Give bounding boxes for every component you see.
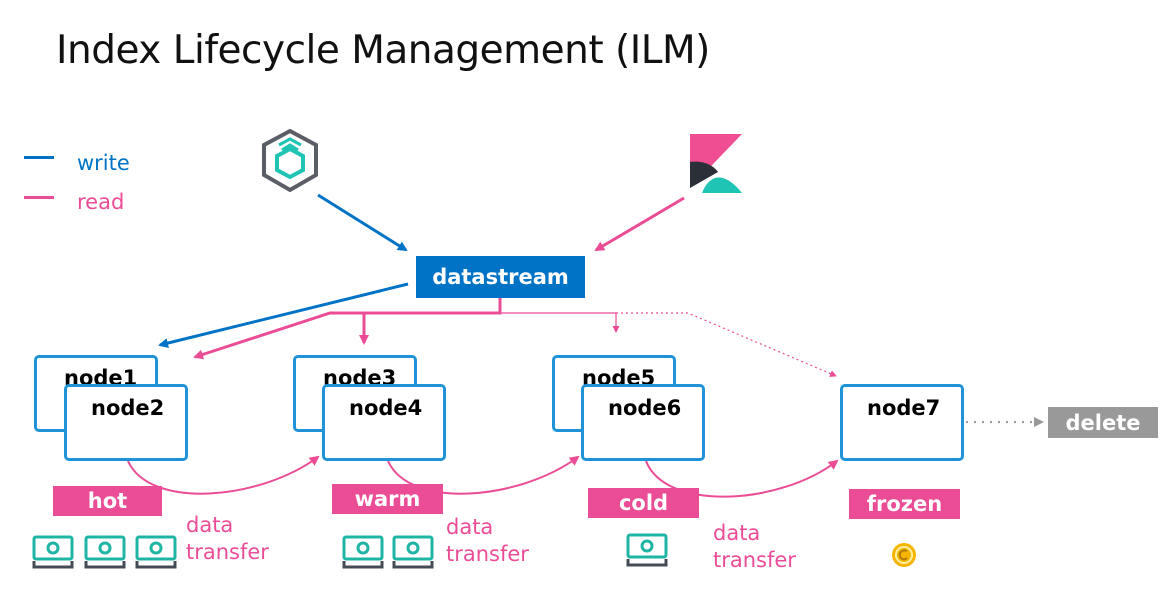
datastream-box: datastream <box>416 256 585 298</box>
transfer-arrow-cold-to-frozen <box>645 459 839 498</box>
node6-box: node6 <box>581 384 705 461</box>
node4-label: node4 <box>349 396 423 420</box>
transfer-text-hot-line1: data <box>186 513 234 537</box>
money-bill-icon <box>342 535 384 569</box>
kibana-icon <box>690 134 742 193</box>
coin-icon <box>892 543 916 567</box>
read-arrow-to-hot <box>193 298 502 360</box>
read-arrow-to-datastream <box>594 196 685 252</box>
transfer-text-hot-line2: transfer <box>186 540 269 564</box>
legend-write-swatch <box>24 156 54 159</box>
node4-box: node4 <box>322 384 446 461</box>
page-title: Index Lifecycle Management (ILM) <box>56 28 710 73</box>
transfer-arrow-hot-to-warm <box>127 455 320 495</box>
money-bill-icon <box>32 535 74 569</box>
money-bill-icon <box>84 535 126 569</box>
legend-read-label: read <box>77 190 125 214</box>
money-bill-icon <box>392 535 434 569</box>
legend-write-label: write <box>77 151 130 175</box>
elastic-agent-hexagon-icon <box>262 128 318 193</box>
write-arrow-to-datastream <box>317 193 408 252</box>
write-arrow-to-hot <box>158 282 409 348</box>
node6-label: node6 <box>608 396 682 420</box>
transfer-text-warm: data transfer <box>446 514 566 568</box>
transfer-text-cold-line1: data <box>713 521 761 545</box>
node7-box: node7 <box>840 384 964 461</box>
money-bill-icon <box>135 535 177 569</box>
transfer-text-warm-line2: transfer <box>446 542 529 566</box>
transfer-text-warm-line1: data <box>446 515 494 539</box>
transfer-arrow-warm-to-cold <box>387 455 580 495</box>
tier-warm-label: warm <box>332 484 443 514</box>
tier-hot-label: hot <box>53 486 162 516</box>
transfer-text-cold-line2: transfer <box>713 548 796 572</box>
tier-cold-label: cold <box>588 488 699 518</box>
read-arrow-to-frozen <box>616 312 837 377</box>
tier-frozen-label: frozen <box>849 489 960 519</box>
legend-read-swatch <box>24 196 54 199</box>
money-bill-icon <box>626 533 668 567</box>
read-arrow-to-cold <box>500 312 620 333</box>
transfer-text-hot: data transfer <box>186 512 306 566</box>
transfer-text-cold: data transfer <box>713 520 833 574</box>
node7-label: node7 <box>867 396 941 420</box>
node2-box: node2 <box>64 384 188 461</box>
node2-label: node2 <box>91 396 165 420</box>
delete-box: delete <box>1048 407 1158 438</box>
